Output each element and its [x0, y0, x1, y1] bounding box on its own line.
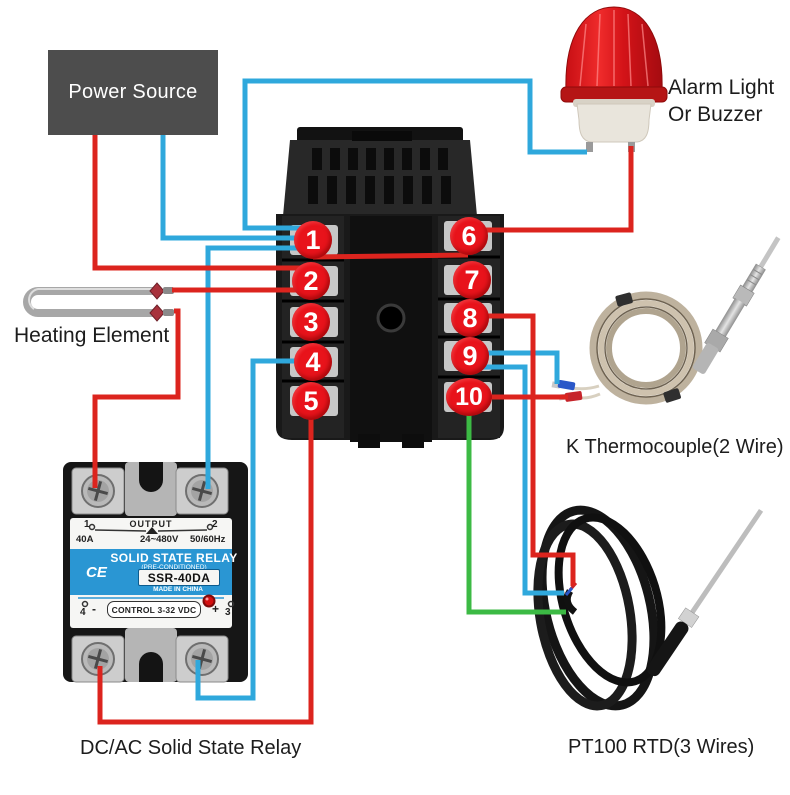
wire-terminal8-to-pt100	[474, 313, 576, 586]
terminal-1: 1	[294, 221, 332, 259]
wire-terminal9-to-pt100	[474, 364, 564, 596]
ssr-output-terminal-2: 2	[212, 519, 218, 530]
ce-mark: CE	[86, 564, 107, 581]
ssr-control-label: CONTROL 3-32 VDC	[111, 604, 197, 615]
alarm-light	[560, 6, 668, 152]
terminal-2: 2	[292, 262, 330, 300]
ssr-origin: MADE IN CHINA	[153, 585, 203, 593]
wire-heater-to-ssr-output1	[92, 308, 181, 488]
ssr-title: SOLID STATE RELAY	[110, 551, 238, 565]
heating-element-label: Heating Element	[14, 324, 170, 347]
terminal-10: 10	[446, 378, 492, 416]
ssr-minus: -	[92, 602, 96, 616]
pt100-probe	[646, 508, 764, 677]
ssr-model: SSR-40DA	[147, 570, 211, 585]
terminal-7: 7	[453, 261, 491, 299]
wire-alarm-to-terminal1	[242, 78, 587, 231]
thermocouple-label: K Thermocouple(2 Wire)	[566, 436, 784, 458]
wire-terminal5-to-ssr-control4	[97, 419, 314, 725]
wire-alarm-to-terminal6	[478, 146, 634, 233]
wire-terminal4-to-ssr-control3	[195, 358, 297, 701]
terminal-8: 8	[451, 299, 489, 337]
green-wires	[466, 404, 566, 615]
terminal-3: 3	[292, 303, 330, 341]
thermocouple-probe	[693, 236, 781, 374]
terminal-4: 4	[294, 343, 332, 381]
wire-terminal10-to-pt100-ground	[466, 404, 566, 615]
wire-terminal1-to-ssr-output2	[205, 245, 308, 489]
k-thermocouple	[551, 236, 781, 405]
red-wires	[92, 135, 634, 725]
vent-slots	[308, 148, 451, 204]
alarm-label: Alarm Light Or Buzzer	[668, 76, 775, 126]
ssr-model-box: SSR-40DA	[138, 569, 220, 586]
terminal-5: 5	[292, 382, 330, 420]
ssr-output-label: OUTPUT	[129, 519, 173, 529]
ssr-control-box: CONTROL 3-32 VDC	[107, 601, 201, 618]
ssr-amps: 40A	[76, 534, 94, 545]
ssr-output-symbols	[81, 523, 235, 608]
wire-terminal9-to-thermocouple	[474, 350, 560, 384]
wire-jumper-terminal1-terminal6	[312, 252, 469, 260]
wires	[92, 78, 634, 725]
pt100-label: PT100 RTD(3 Wires)	[568, 736, 755, 758]
blue-wires	[160, 78, 587, 701]
ssr-plus: +	[212, 602, 220, 616]
ssr-voltage: 24~480V	[140, 534, 179, 545]
ssr-frequency: 50/60Hz	[190, 534, 226, 545]
ssr-screws	[71, 467, 229, 683]
ssr-control-terminal-3: 3	[225, 607, 231, 618]
ssr-subtitle: (PRE-CONDITIONED)	[141, 563, 207, 571]
terminal-9: 9	[451, 337, 489, 375]
wire-power-neutral-to-terminal1	[160, 135, 308, 241]
ssr-caption: DC/AC Solid State Relay	[80, 737, 302, 759]
heating-element	[23, 282, 174, 322]
ssr-control-terminal-4: 4	[80, 607, 86, 618]
terminal-6: 6	[450, 217, 488, 255]
power-source-box: Power Source	[48, 50, 218, 135]
wire-power-live-to-terminal2	[92, 135, 310, 271]
pt100-rtd	[533, 505, 764, 711]
ssr-output-terminal-1: 1	[84, 519, 90, 530]
power-source-label: Power Source	[68, 81, 198, 103]
